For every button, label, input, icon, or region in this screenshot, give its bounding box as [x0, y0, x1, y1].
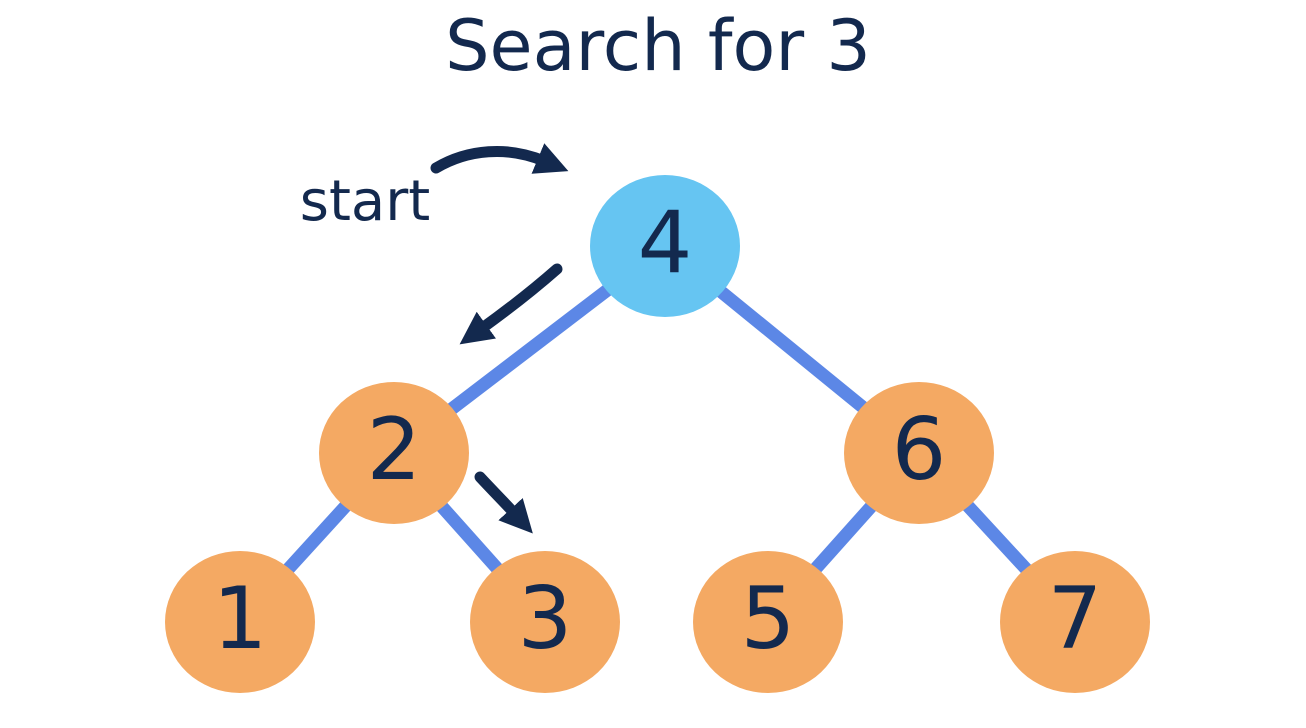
node-circle-7 — [1000, 551, 1150, 693]
node-circle-3 — [470, 551, 620, 693]
node-value-3: 3 — [518, 569, 573, 669]
tree-node-3: 3 — [470, 551, 620, 693]
node-value-6: 6 — [892, 400, 947, 500]
node-value-7: 7 — [1048, 569, 1103, 669]
search-step-arrow-2-to-3 — [474, 471, 533, 534]
diagram-title: Search for 3 — [445, 5, 871, 87]
tree-node-5: 5 — [693, 551, 843, 693]
node-circle-1 — [165, 551, 315, 693]
tree-node-6: 6 — [844, 382, 994, 524]
node-circle-5 — [693, 551, 843, 693]
tree-node-2: 2 — [319, 382, 469, 524]
tree-node-7: 7 — [1000, 551, 1150, 693]
start-arrow — [430, 143, 569, 174]
search-path-arrows — [430, 143, 569, 534]
node-circle-6 — [844, 382, 994, 524]
node-value-4: 4 — [638, 193, 693, 293]
search-step-arrow-4-to-2 — [459, 263, 563, 345]
node-value-2: 2 — [367, 400, 422, 500]
node-circle-2 — [319, 382, 469, 524]
tree-node-1: 1 — [165, 551, 315, 693]
start-label: start — [300, 169, 430, 234]
node-circle-4 — [590, 175, 740, 317]
node-value-1: 1 — [213, 569, 268, 669]
node-value-5: 5 — [741, 569, 796, 669]
tree-node-4: 4 — [590, 175, 740, 317]
